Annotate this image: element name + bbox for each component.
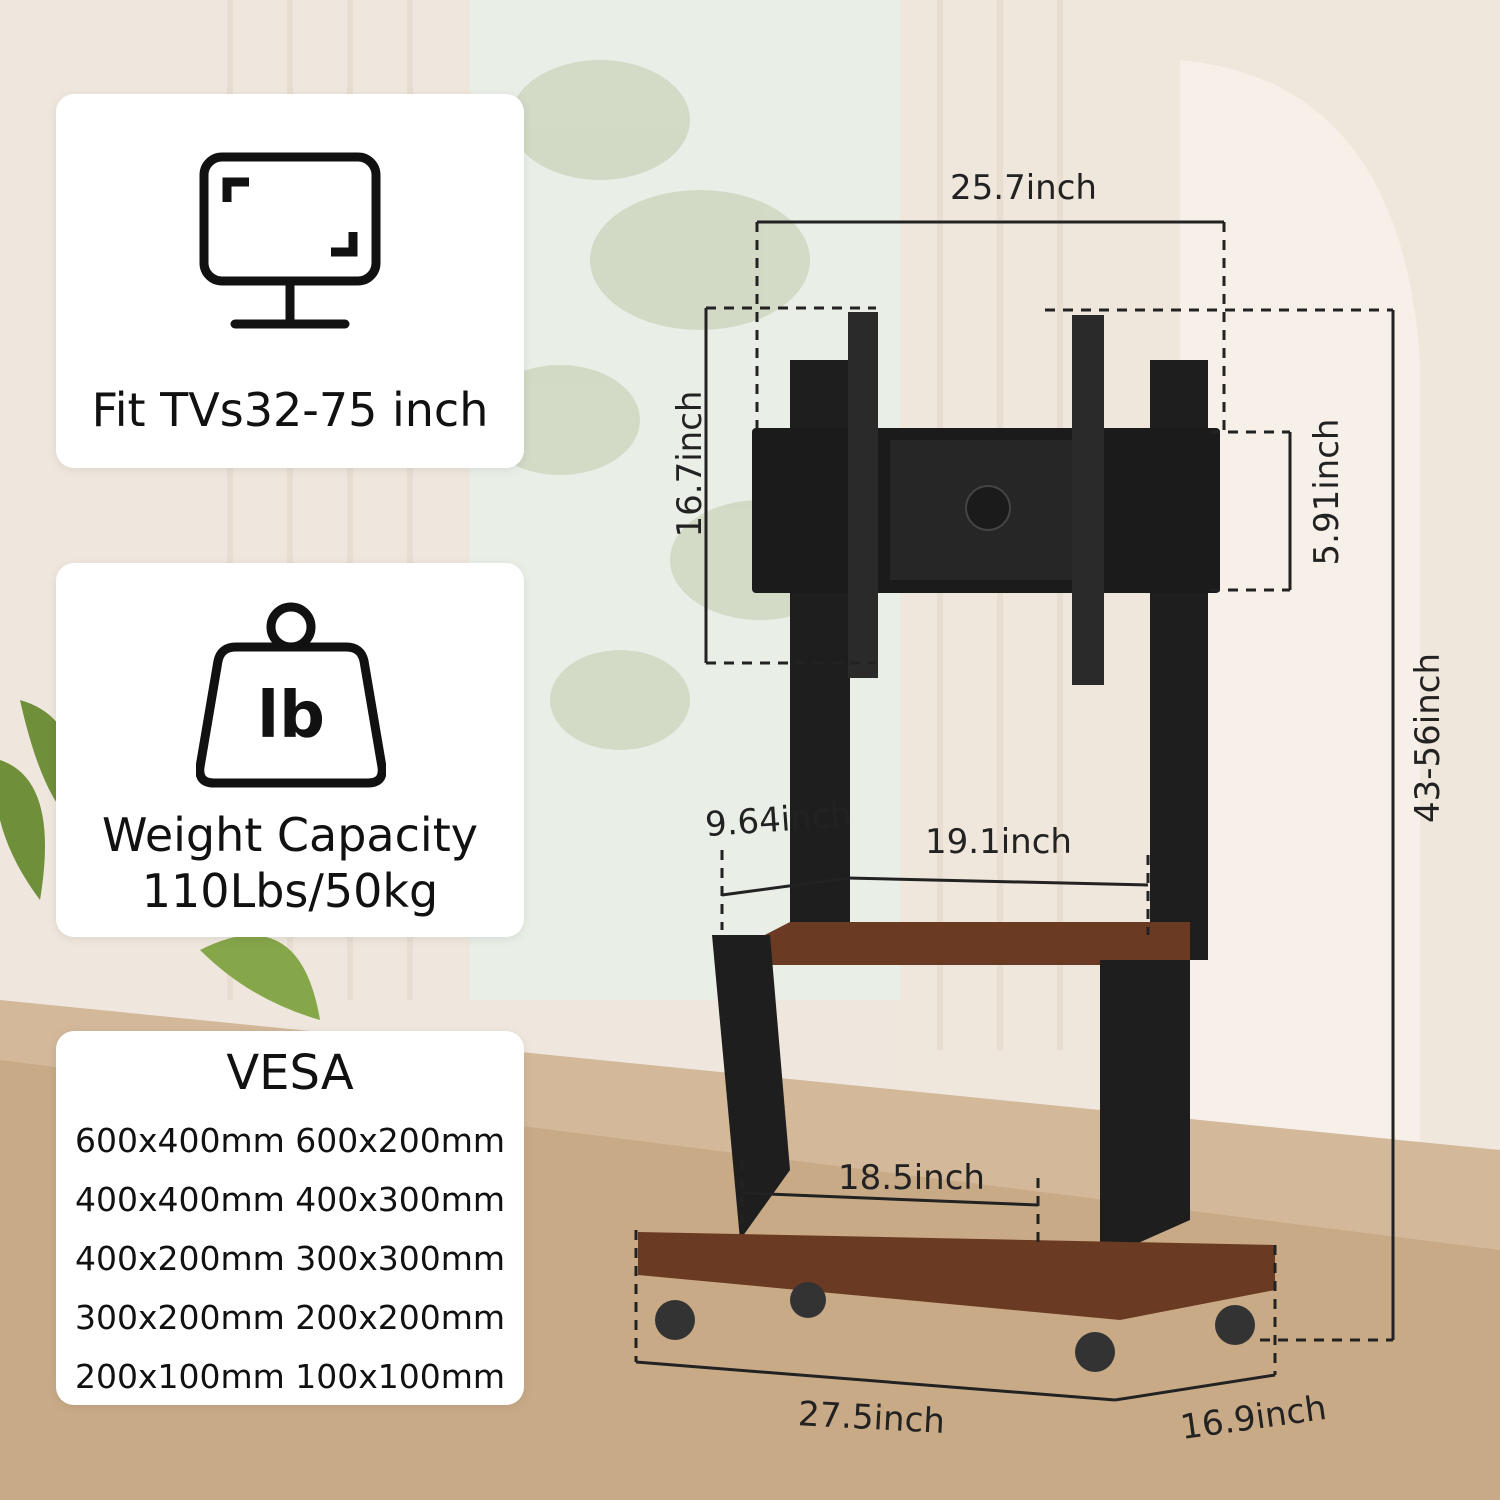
dim-total-height: 43-56inch [1408, 652, 1448, 824]
vesa-list: 600x400mm 600x200mm 400x400mm 400x300mm … [56, 1111, 524, 1406]
vesa-row: 200x100mm 100x100mm [74, 1357, 506, 1396]
tv-size-card: Fit TVs32-75 inch [56, 94, 524, 468]
vesa-row: 600x400mm 600x200mm [74, 1121, 506, 1160]
weight-capacity-card: lb Weight Capacity 110Lbs/50kg [56, 563, 524, 937]
weight-capacity-value: 110Lbs/50kg [141, 864, 439, 918]
dim-top-width: 25.7inch [950, 168, 1097, 208]
weight-icon: lb [196, 602, 386, 788]
weight-capacity-title: Weight Capacity [102, 808, 478, 862]
vesa-row: 300x200mm 200x200mm [74, 1298, 506, 1337]
monitor-icon [199, 152, 381, 329]
dim-shelf-width: 19.1inch [925, 822, 1072, 862]
dim-mount-height: 16.7inch [670, 390, 710, 538]
dim-lower-width: 18.5inch [838, 1158, 985, 1198]
tv-size-label: Fit TVs32-75 inch [91, 383, 489, 437]
vesa-card: VESA 600x400mm 600x200mm 400x400mm 400x3… [56, 1031, 524, 1405]
dim-bracket-height: 5.91inch [1307, 418, 1347, 566]
weight-icon-text: lb [257, 679, 325, 753]
tv-stand-illustration [638, 312, 1275, 1372]
dim-base-width: 27.5inch [797, 1394, 946, 1442]
vesa-title: VESA [226, 1045, 354, 1101]
vesa-row: 400x400mm 400x300mm [74, 1180, 506, 1219]
vesa-row: 400x200mm 300x300mm [74, 1239, 506, 1278]
